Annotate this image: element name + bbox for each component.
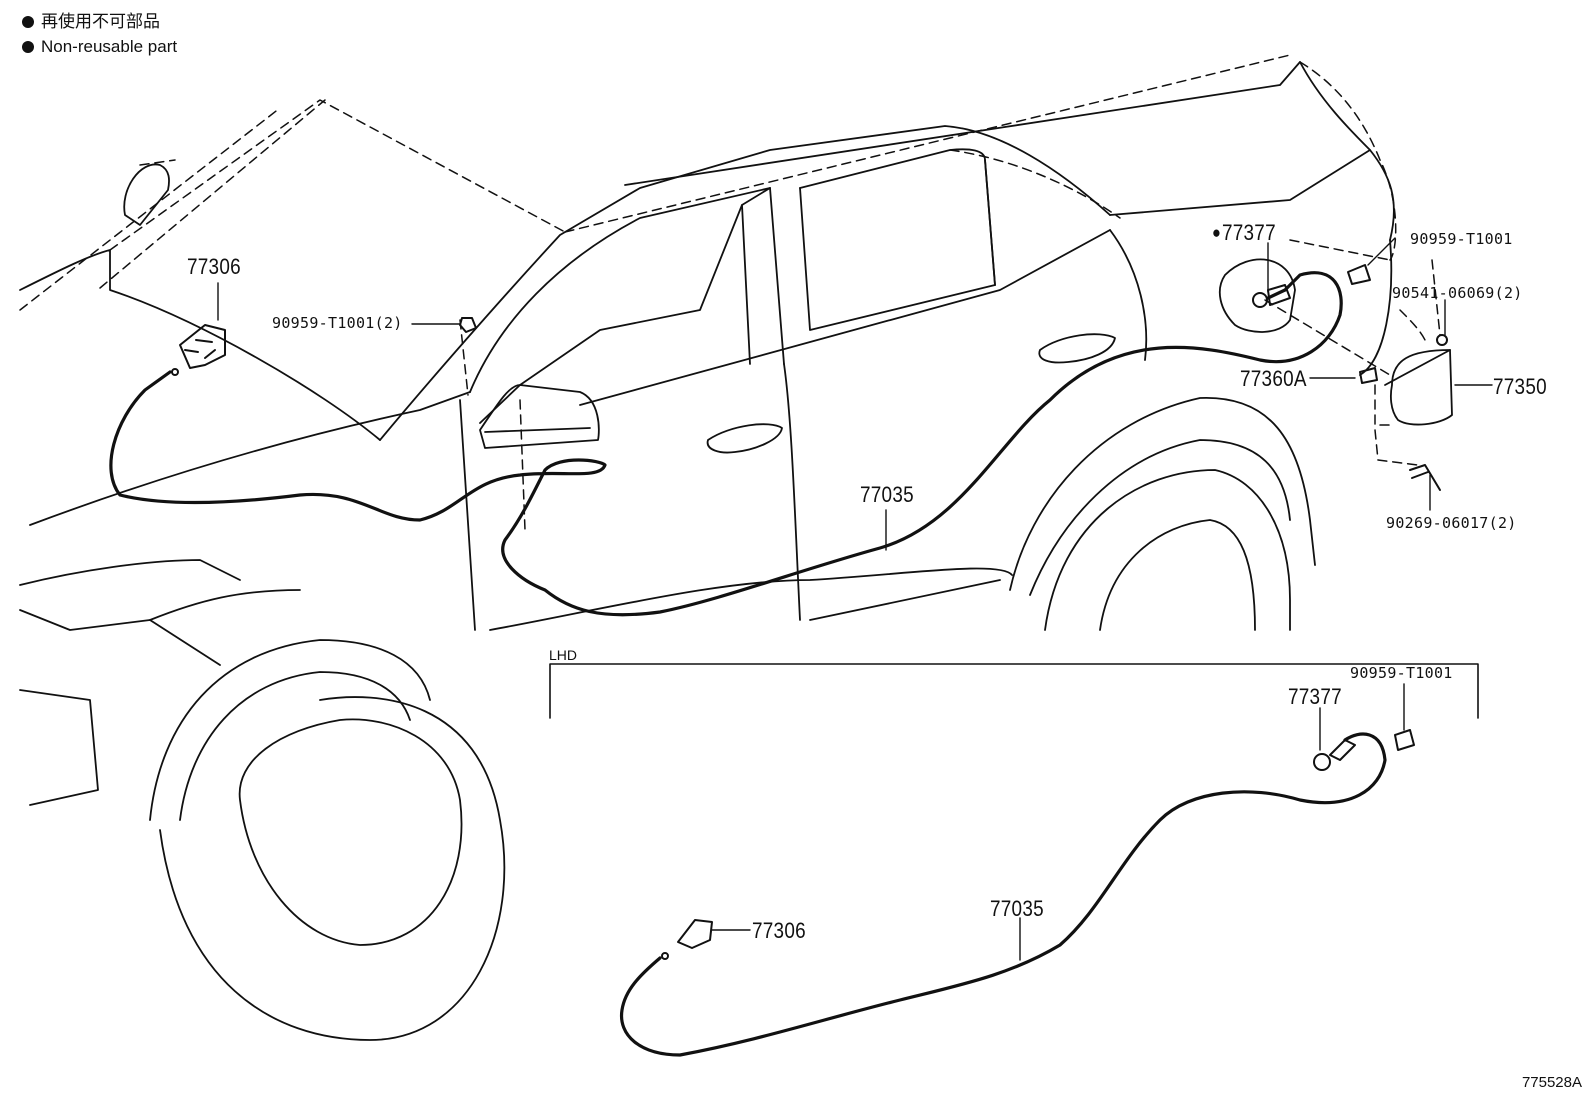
- part-label-90959-t1001-rear[interactable]: 90959-T1001: [1410, 230, 1513, 248]
- part-label-lhd-77306[interactable]: 77306: [752, 918, 806, 943]
- non-reusable-bullet-icon: [22, 40, 34, 53]
- phantom-lines: [19, 54, 1441, 531]
- part-label-90959-t1001-clip[interactable]: 90959-T1001(2): [272, 314, 403, 332]
- leader-lines: [217, 237, 1493, 961]
- vehicle-body-outline: [19, 61, 1453, 1041]
- lhd-section-bracket: [549, 663, 1479, 719]
- part-label-77306[interactable]: 77306: [187, 254, 241, 279]
- release-cable-main: [109, 271, 1343, 617]
- part-label-77377[interactable]: 77377: [1212, 222, 1276, 244]
- lhd-section-label: LHD: [549, 647, 578, 663]
- part-label-90541-06069[interactable]: 90541-06069(2): [1392, 284, 1523, 302]
- part-label-lhd-77035[interactable]: 77035: [990, 896, 1044, 921]
- part-label-77350[interactable]: 77350: [1493, 374, 1547, 399]
- part-label-lhd-77377[interactable]: 77377: [1288, 684, 1342, 709]
- legend-item-en: Non-reusable part: [22, 38, 177, 55]
- non-reusable-bullet-icon: [22, 15, 34, 28]
- part-symbols: [171, 264, 1448, 960]
- diagram-id: 775528A: [1521, 1074, 1582, 1091]
- part-label-90269-06017[interactable]: 90269-06017(2): [1386, 514, 1517, 532]
- part-label-77035[interactable]: 77035: [860, 482, 914, 507]
- release-cable-lhd: [619, 732, 1387, 1057]
- legend-text-en: Non-reusable part: [41, 37, 178, 56]
- part-label-77360a[interactable]: 77360A: [1240, 366, 1307, 391]
- legend-text-jp: 再使用不可部品: [41, 12, 160, 31]
- legend-item-jp: 再使用不可部品: [22, 13, 160, 30]
- part-label-lhd-90959-t1001[interactable]: 90959-T1001: [1350, 664, 1453, 682]
